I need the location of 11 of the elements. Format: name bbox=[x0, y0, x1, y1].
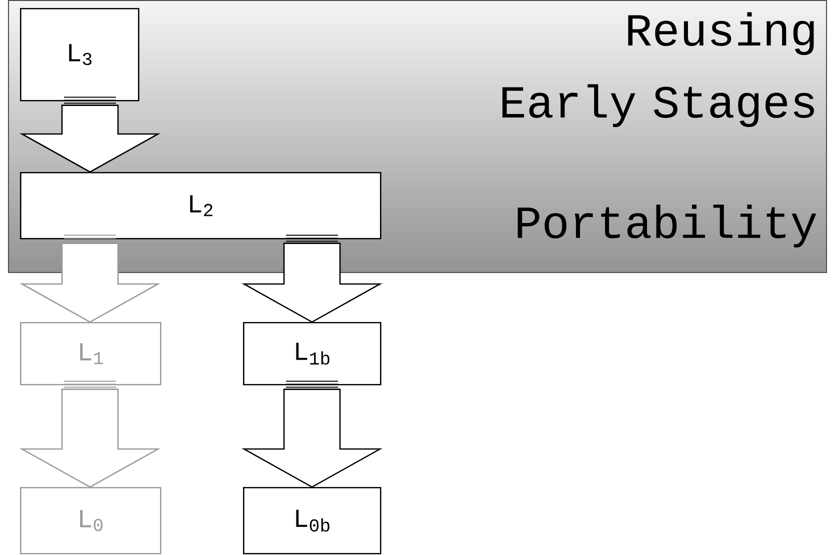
block-arrow bbox=[20, 242, 160, 323]
block-arrow bbox=[20, 104, 160, 173]
layer-box: L$_{1}$ bbox=[20, 322, 162, 386]
block-arrow bbox=[242, 242, 382, 323]
block-arrow bbox=[20, 388, 160, 488]
layer-box: L$_{2}$ bbox=[20, 172, 382, 240]
block-arrow bbox=[242, 388, 382, 488]
layer-box: L$_{0}$ bbox=[20, 487, 162, 554]
layer-box: L$_{0b}$ bbox=[243, 487, 382, 554]
layer-box: L$_{3}$ bbox=[20, 8, 140, 102]
layer-box: L$_{1b}$ bbox=[243, 322, 382, 386]
